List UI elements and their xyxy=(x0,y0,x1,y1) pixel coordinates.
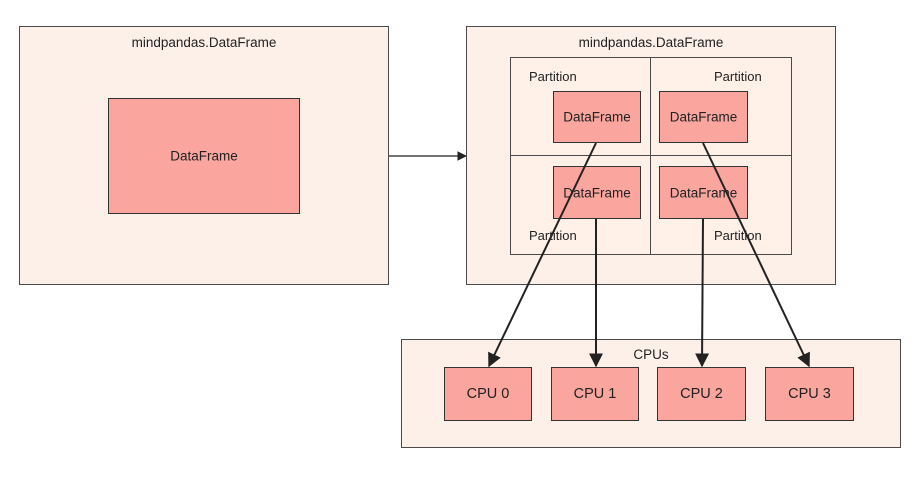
left-container-title: mindpandas.DataFrame xyxy=(131,35,277,50)
cpu-node-1: CPU 1 xyxy=(551,367,639,421)
partition-dataframe-bottom-left: DataFrame xyxy=(553,166,641,219)
partition-label-bottom-left: Partition xyxy=(529,228,577,243)
cpu-label: CPU 1 xyxy=(573,385,617,402)
cpu-node-0: CPU 0 xyxy=(444,367,532,421)
left-dataframe-container: mindpandas.DataFrame DataFrame xyxy=(19,26,389,285)
right-container-title: mindpandas.DataFrame xyxy=(578,35,724,50)
cpu-label: CPU 2 xyxy=(680,385,723,402)
cpu-node-3: CPU 3 xyxy=(765,367,854,421)
left-dataframe-node: DataFrame xyxy=(108,98,300,214)
cpu-label: CPU 0 xyxy=(466,385,510,402)
cpus-container-title: CPUs xyxy=(633,347,669,362)
partition-label-top-right: Partition xyxy=(714,69,762,84)
cpu-label: CPU 3 xyxy=(788,385,831,402)
partition-dataframe-top-left: DataFrame xyxy=(553,91,641,143)
partition-label-bottom-right: Partition xyxy=(714,228,762,243)
partition-dataframe-label: DataFrame xyxy=(669,109,738,125)
cpu-node-2: CPU 2 xyxy=(657,367,746,421)
left-dataframe-label: DataFrame xyxy=(170,148,238,164)
partition-label-top-left: Partition xyxy=(529,69,577,84)
partition-dataframe-label: DataFrame xyxy=(563,109,631,125)
partition-dataframe-top-right: DataFrame xyxy=(659,91,748,143)
partition-dataframe-label: DataFrame xyxy=(669,184,738,200)
partition-dataframe-bottom-right: DataFrame xyxy=(659,166,748,219)
partition-dataframe-label: DataFrame xyxy=(563,184,631,200)
